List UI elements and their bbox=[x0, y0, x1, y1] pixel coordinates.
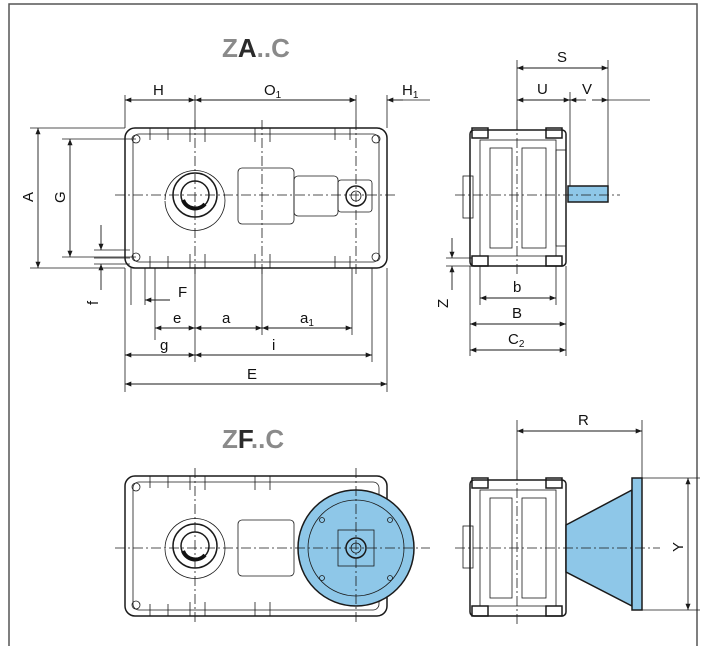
dim-label-H1: H1 bbox=[402, 82, 419, 101]
zf-side-dimensions: R Y bbox=[516, 412, 700, 611]
title-zfc: ZF..C bbox=[222, 424, 284, 454]
dim-label-B: B bbox=[512, 305, 522, 322]
dim-label-b: b bbox=[513, 279, 521, 296]
dim-label-S: S bbox=[557, 49, 567, 66]
dim-label-e: e bbox=[173, 310, 181, 327]
drawing-border bbox=[8, 3, 698, 646]
dim-label-V: V bbox=[582, 81, 592, 98]
za-front-dimensions: H O1 H1 A G f F e a a1 bbox=[20, 82, 430, 392]
dim-label-a1: a1 bbox=[300, 310, 314, 329]
zf-front-view bbox=[115, 468, 430, 625]
za-side-dimensions: S U V Z b B C2 bbox=[435, 49, 650, 356]
dim-label-Y: Y bbox=[670, 542, 687, 552]
dim-label-R: R bbox=[578, 412, 589, 429]
title-zac: ZA..C bbox=[222, 33, 290, 63]
dim-label-H: H bbox=[153, 82, 164, 99]
dim-label-G: G bbox=[52, 191, 69, 203]
zf-side-view bbox=[455, 470, 660, 625]
dim-label-Z: Z bbox=[435, 299, 452, 308]
dim-label-O1: O1 bbox=[264, 82, 282, 101]
dim-label-E: E bbox=[247, 366, 257, 383]
dim-label-i: i bbox=[272, 337, 275, 354]
dim-label-g: g bbox=[160, 337, 168, 354]
dim-label-C2: C2 bbox=[508, 331, 525, 350]
za-side-view bbox=[455, 120, 620, 275]
dim-label-U: U bbox=[537, 81, 548, 98]
dim-label-f: f bbox=[85, 300, 102, 305]
dim-label-a: a bbox=[222, 310, 231, 327]
dim-label-F: F bbox=[178, 284, 187, 301]
za-front-view bbox=[115, 120, 395, 275]
dim-label-A: A bbox=[20, 192, 37, 202]
